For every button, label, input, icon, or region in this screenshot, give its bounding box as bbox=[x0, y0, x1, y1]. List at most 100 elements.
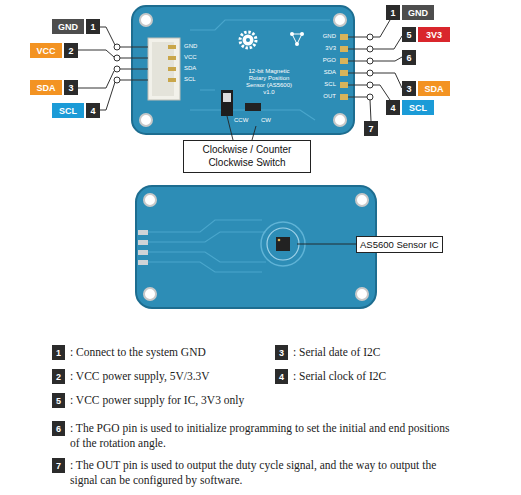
key-number: 4 bbox=[275, 369, 288, 384]
pin-label: GND bbox=[402, 5, 434, 20]
pin-wire bbox=[100, 82, 115, 110]
pin-wire bbox=[348, 37, 367, 97]
slide-switch bbox=[221, 90, 233, 116]
key-description: : VCC power supply, 5V/3.3V bbox=[70, 369, 210, 384]
key-number: 1 bbox=[52, 345, 65, 360]
mount-hole bbox=[140, 14, 152, 26]
mount-hole bbox=[144, 288, 156, 300]
pin-wire bbox=[373, 57, 402, 61]
box-text: 3 bbox=[406, 84, 411, 94]
switch-label: CCW bbox=[234, 117, 248, 123]
connector-pin bbox=[168, 78, 176, 82]
callout-number: 1 bbox=[386, 5, 400, 20]
pin-dot bbox=[114, 55, 120, 61]
key-description: : Connect to the system GND bbox=[70, 345, 206, 360]
box-text: 4 bbox=[90, 106, 95, 116]
key-description: : Serial clock of I2C bbox=[293, 369, 386, 384]
box-text: 4 bbox=[390, 103, 395, 113]
header-pad bbox=[340, 46, 348, 52]
pin-dot bbox=[114, 44, 120, 50]
pcb-back bbox=[136, 186, 376, 308]
callout-number: 4 bbox=[86, 103, 100, 118]
pin-dot bbox=[367, 34, 373, 40]
box-text: SCL bbox=[59, 106, 77, 116]
box-text: Clockwise / Counter Clockwise Switch bbox=[188, 144, 306, 169]
key-description: : The PGO pin is used to initialize prog… bbox=[70, 421, 460, 451]
node-logo bbox=[290, 32, 294, 36]
box-text: AS5600 Sensor IC bbox=[360, 239, 439, 250]
node-logo bbox=[295, 42, 299, 46]
pin-wire bbox=[373, 73, 402, 88]
pin-dot bbox=[367, 94, 373, 100]
header-pad bbox=[340, 82, 348, 88]
silkscreen-label: 3V3 bbox=[300, 45, 336, 51]
box-text: VCC bbox=[36, 46, 55, 56]
mount-hole bbox=[144, 194, 156, 206]
trace bbox=[190, 20, 330, 120]
callout-number: 1 bbox=[86, 19, 100, 34]
pin-wire bbox=[373, 85, 390, 100]
pin-wire bbox=[373, 36, 402, 49]
mount-hole bbox=[334, 14, 346, 26]
box-text: 3V3 bbox=[426, 30, 442, 40]
box-text: SDA bbox=[36, 83, 55, 93]
pin-label: GND bbox=[52, 19, 84, 34]
key-number: 7 bbox=[52, 458, 65, 473]
callout-number: 3 bbox=[64, 80, 78, 95]
leader-line bbox=[227, 116, 256, 140]
pin-wire bbox=[100, 27, 115, 45]
pin-label: VCC bbox=[30, 43, 62, 58]
mount-hole bbox=[356, 288, 368, 300]
trace bbox=[148, 220, 266, 272]
pin-label: 3V3 bbox=[418, 27, 450, 42]
key-number: 5 bbox=[52, 393, 65, 408]
magnet-ring bbox=[267, 228, 299, 260]
silkscreen-label: SDA bbox=[184, 65, 196, 71]
leader-line bbox=[297, 244, 356, 245]
edge-pad bbox=[138, 260, 148, 265]
callout-number: 4 bbox=[386, 100, 400, 115]
callout-number: 3 bbox=[402, 81, 416, 96]
connector-pin bbox=[168, 56, 176, 60]
pin-dot bbox=[367, 58, 373, 64]
mount-hole bbox=[140, 114, 152, 126]
silkscreen-label: SDA bbox=[300, 69, 336, 75]
key-number: 6 bbox=[52, 421, 65, 436]
pin-wire bbox=[120, 47, 148, 80]
key-description: : The OUT pin is used to output the duty… bbox=[70, 458, 460, 488]
key-number: 2 bbox=[52, 369, 65, 384]
node-logo bbox=[300, 32, 304, 36]
silkscreen-label: GND bbox=[184, 43, 197, 49]
slide-switch bbox=[223, 93, 231, 102]
pin-label: SDA bbox=[30, 80, 62, 95]
box-text: 5 bbox=[406, 30, 411, 40]
callout-box: AS5600 Sensor IC bbox=[356, 236, 443, 253]
box-text: SDA bbox=[424, 84, 443, 94]
key-number: 3 bbox=[275, 345, 288, 360]
box-text: GND bbox=[408, 8, 428, 18]
silkscreen-label: GND bbox=[300, 33, 336, 39]
pin-label: SCL bbox=[52, 103, 84, 118]
key-description: : Serial date of I2C bbox=[293, 345, 381, 360]
pcb-front bbox=[132, 6, 354, 134]
callout-number: 7 bbox=[364, 121, 378, 136]
box-text: GND bbox=[58, 22, 78, 32]
sensor-chip bbox=[276, 237, 290, 251]
switch-label: CW bbox=[261, 117, 271, 123]
header-pad bbox=[340, 94, 348, 100]
silkscreen-label: OUT bbox=[300, 93, 336, 99]
smd-part bbox=[245, 103, 261, 111]
pin-dot bbox=[367, 82, 373, 88]
mount-hole bbox=[334, 114, 346, 126]
box-text: 6 bbox=[56, 424, 61, 434]
edge-pad bbox=[138, 250, 148, 255]
pin-wire bbox=[78, 71, 114, 88]
box-text: 3 bbox=[279, 348, 284, 358]
grove-connector bbox=[148, 38, 180, 100]
connector-pin bbox=[168, 67, 176, 71]
gear-logo bbox=[240, 32, 256, 48]
header-pad bbox=[340, 70, 348, 76]
callout-number: 5 bbox=[402, 27, 416, 42]
